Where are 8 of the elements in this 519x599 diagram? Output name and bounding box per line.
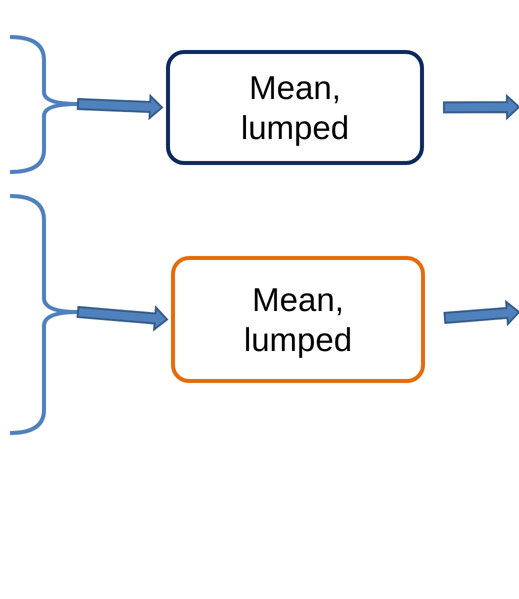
rounded-box	[166, 50, 424, 165]
block-arrow	[76, 305, 168, 332]
box-label: Mean, lumped	[242, 280, 354, 360]
box-label: Mean, lumped	[240, 68, 350, 148]
block-arrow	[76, 94, 164, 120]
rounded-box	[171, 256, 425, 383]
block-arrow	[442, 94, 519, 120]
block-arrow	[443, 300, 519, 326]
